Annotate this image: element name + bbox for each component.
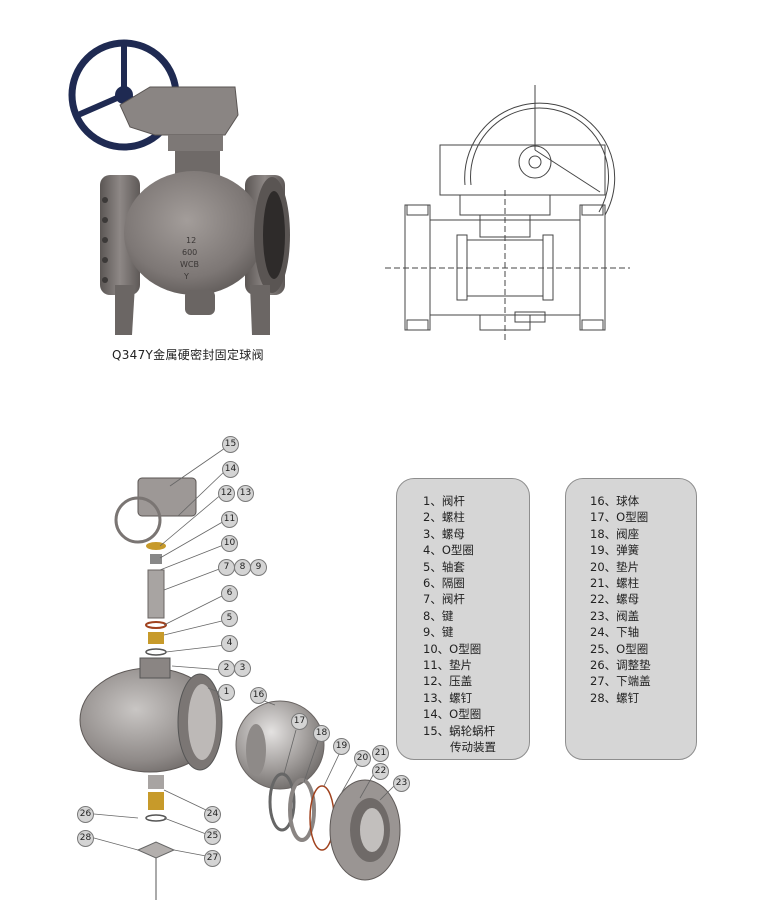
- list-item: 12、压盖: [423, 674, 473, 689]
- list-item: 17、O型圈: [590, 510, 649, 525]
- list-item: 27、下端盖: [590, 674, 651, 689]
- parts-list-right: 16、球体 17、O型圈 18、阀座 19、弹簧 20、垫片 21、螺柱 22、…: [590, 493, 696, 706]
- callout-24: 24: [204, 806, 221, 823]
- callout-11: 11: [221, 511, 238, 528]
- list-item: 3、螺母: [423, 526, 465, 541]
- list-item: 2、螺柱: [423, 510, 465, 525]
- list-item: 7、阀杆: [423, 592, 465, 607]
- callout-7: 7: [218, 559, 235, 576]
- list-item: 15、蜗轮蜗杆: [423, 723, 496, 738]
- list-item: 25、O型圈: [590, 641, 649, 656]
- list-item: 24、下轴: [590, 625, 640, 640]
- callout-5: 5: [221, 610, 238, 627]
- valve-drawing: [385, 85, 630, 340]
- callout-21: 21: [372, 745, 389, 762]
- callout-4: 4: [221, 635, 238, 652]
- exploded-view: [79, 445, 401, 900]
- callout-26: 26: [77, 806, 94, 823]
- callout-17: 17: [291, 713, 308, 730]
- callout-25: 25: [204, 828, 221, 845]
- list-item: 10、O型圈: [423, 641, 482, 656]
- callout-20: 20: [354, 750, 371, 767]
- list-item: 9、键: [423, 625, 454, 640]
- callout-6: 6: [221, 585, 238, 602]
- callout-1: 1: [218, 684, 235, 701]
- valve-photo: 12 600 WCB Y: [68, 39, 290, 335]
- callout-15: 15: [222, 436, 239, 453]
- parts-list-box-left: 1、阀杆 2、螺柱 3、螺母 4、O型圈 5、轴套 6、隔圈 7、阀杆 8、键 …: [396, 478, 530, 760]
- list-item: 5、轴套: [423, 559, 465, 574]
- callout-13: 13: [237, 485, 254, 502]
- callout-28: 28: [77, 830, 94, 847]
- list-item: 16、球体: [590, 494, 640, 508]
- list-item: 4、O型圈: [423, 543, 474, 558]
- callout-2: 2: [218, 660, 235, 677]
- body-marking-2: 600: [182, 248, 197, 257]
- callout-10: 10: [221, 535, 238, 552]
- callout-18: 18: [313, 725, 330, 742]
- callout-19: 19: [333, 738, 350, 755]
- callout-27: 27: [204, 850, 221, 867]
- callout-8: 8: [234, 559, 251, 576]
- parts-list-box-right: 16、球体 17、O型圈 18、阀座 19、弹簧 20、垫片 21、螺柱 22、…: [565, 478, 697, 760]
- callout-14: 14: [222, 461, 239, 478]
- list-item: 18、阀座: [590, 526, 640, 541]
- list-item: 6、隔圈: [423, 576, 465, 591]
- callout-16: 16: [250, 687, 267, 704]
- body-marking-1: 12: [186, 236, 196, 245]
- body-marking-4: Y: [183, 272, 189, 281]
- list-item: 28、螺钉: [590, 690, 640, 705]
- callout-12: 12: [218, 485, 235, 502]
- list-item: 19、弹簧: [590, 543, 640, 558]
- callout-3: 3: [234, 660, 251, 677]
- callout-9: 9: [250, 559, 267, 576]
- list-item: 21、螺柱: [590, 576, 640, 591]
- list-item: 8、键: [423, 608, 454, 623]
- list-item: 13、螺钉: [423, 690, 473, 705]
- callout-23: 23: [393, 775, 410, 792]
- callout-22: 22: [372, 763, 389, 780]
- photo-caption: Q347Y金属硬密封固定球阀: [112, 348, 264, 362]
- body-marking-3: WCB: [180, 260, 199, 269]
- parts-list-left: 1、阀杆 2、螺柱 3、螺母 4、O型圈 5、轴套 6、隔圈 7、阀杆 8、键 …: [423, 493, 529, 756]
- list-item-cont: 传动装置: [450, 740, 496, 755]
- list-item: 14、O型圈: [423, 707, 482, 722]
- list-item: 22、螺母: [590, 592, 640, 607]
- list-item: 11、垫片: [423, 658, 473, 673]
- list-item: 26、调整垫: [590, 658, 651, 673]
- list-item: 23、阀盖: [590, 608, 640, 623]
- list-item: 1、阀杆: [423, 494, 465, 508]
- list-item: 20、垫片: [590, 559, 640, 574]
